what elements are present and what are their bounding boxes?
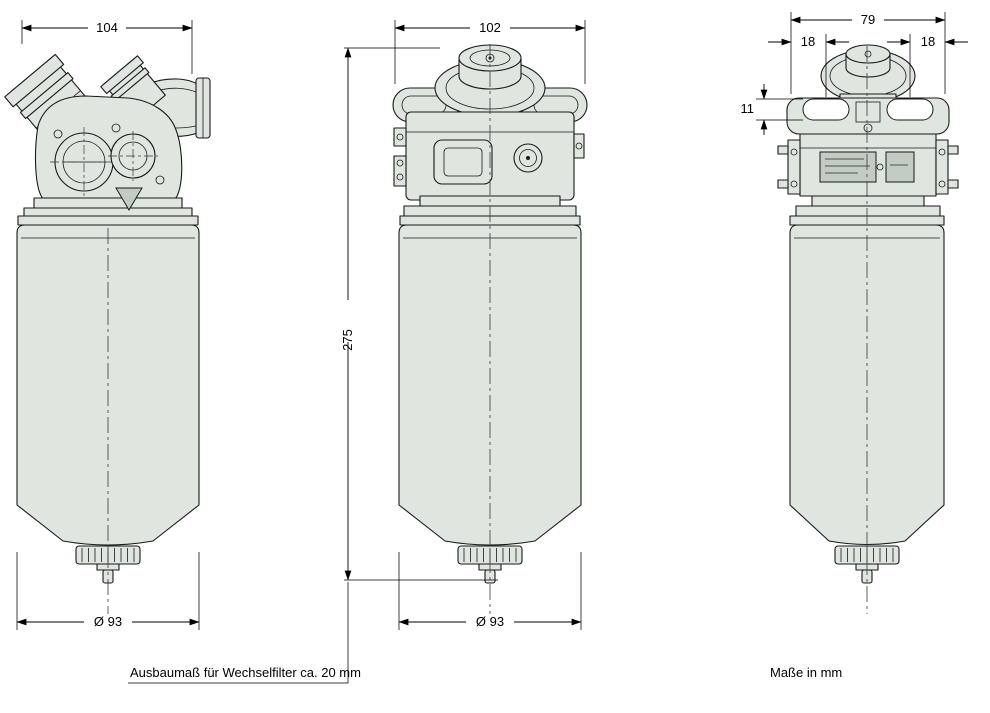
- hand-primer-pump: [434, 44, 546, 117]
- notes: Ausbaumaß für Wechselfilter ca. 20 mm Ma…: [128, 582, 842, 684]
- dim-diameter-left: Ø 93: [16, 552, 200, 630]
- view-left: 104 Ø 93: [4, 20, 211, 630]
- dim-18-right-label: 18: [921, 34, 935, 49]
- dim-104-label: 104: [96, 20, 118, 35]
- inlet-boss-large: [50, 127, 118, 198]
- mounting-flange-left: [17, 197, 199, 226]
- type-label-plate: [819, 151, 877, 183]
- bracket-slot-right: [886, 98, 934, 121]
- note-clearance: Ausbaumaß für Wechselfilter ca. 20 mm: [130, 665, 361, 680]
- bleed-valve: [115, 187, 143, 211]
- bolt-hole: [53, 129, 63, 139]
- banjo-fitting: [513, 143, 543, 173]
- dim-diameter-front: Ø 93: [398, 552, 582, 630]
- approval-label-plate: [885, 151, 915, 183]
- dim-offset-left: 18: [768, 34, 849, 97]
- clearance-leader-line: [128, 582, 349, 684]
- view-side: 79 18 18 11: [741, 12, 968, 614]
- dim-18-left-label: 18: [801, 34, 815, 49]
- dim-diameter-front-label: Ø 93: [476, 614, 504, 629]
- clamp-right: [935, 139, 959, 195]
- dim-width-side: 79: [790, 12, 946, 94]
- dim-275-label: 275: [340, 329, 355, 351]
- dim-offset-right: 18: [887, 34, 968, 97]
- dim-102-label: 102: [479, 20, 501, 35]
- dim-diameter-left-label: Ø 93: [94, 614, 122, 629]
- bolt-hole: [155, 175, 165, 185]
- dim-width-front: 102: [394, 20, 586, 84]
- clamp-left: [777, 139, 801, 195]
- dim-height-front: 275: [340, 47, 498, 581]
- dim-79-label: 79: [861, 12, 875, 27]
- view-front: 102 275 Ø 93: [340, 20, 588, 630]
- dim-width-left: 104: [21, 20, 193, 74]
- filter-head-side: [777, 44, 959, 226]
- dim-11-label: 11: [741, 101, 755, 116]
- dim-slot-height: 11: [741, 84, 803, 135]
- filter-head-left: [4, 53, 211, 226]
- note-units: Maße in mm: [770, 665, 842, 680]
- bolt-hole: [111, 123, 121, 133]
- mounting-bracket: [786, 97, 950, 135]
- bracket-slot-left: [802, 98, 850, 121]
- inlet-boss-small: [108, 131, 158, 181]
